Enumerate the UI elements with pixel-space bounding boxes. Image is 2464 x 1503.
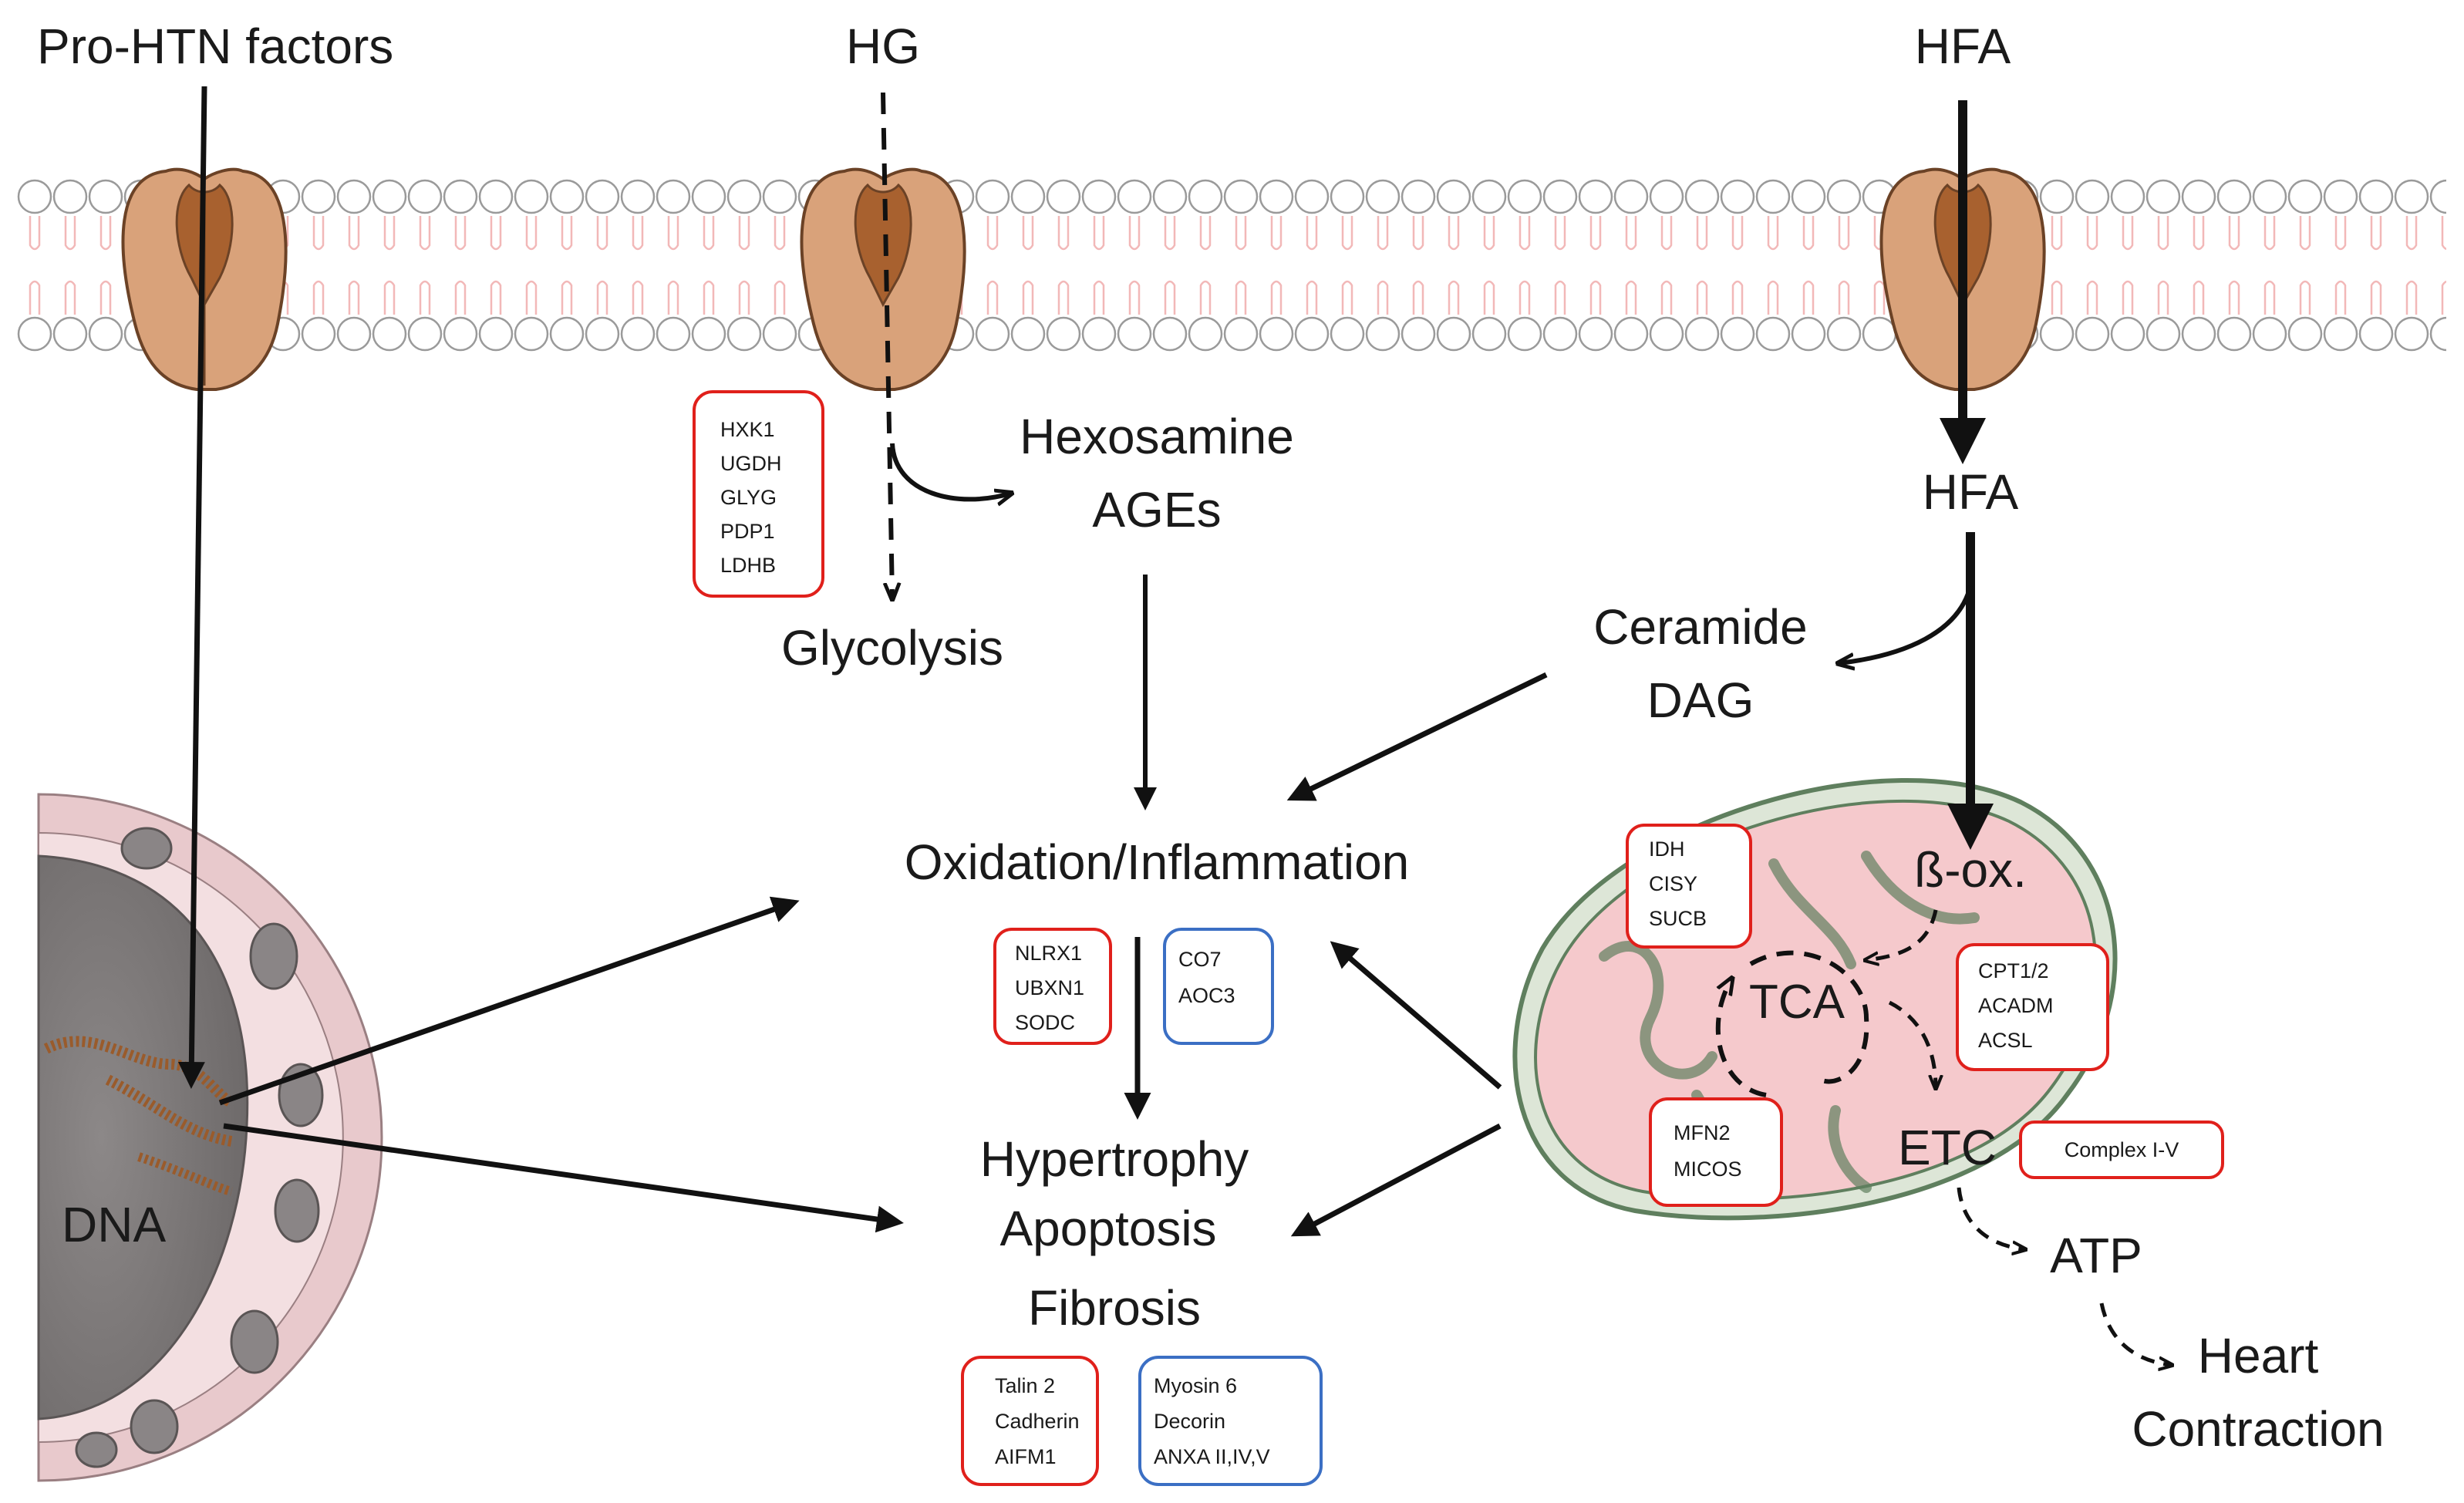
arrow-mito-to-hypertrophy [1290, 1123, 1502, 1237]
label-fibrosis: Fibrosis [1028, 1280, 1201, 1336]
arrows [177, 86, 2171, 1365]
box-item: Talin 2 [995, 1374, 1055, 1397]
arrow-etc-to-atp [1957, 1187, 2024, 1249]
box-item: MFN2 [1674, 1121, 1731, 1144]
box-mito-proteins: MFN2 MICOS [1649, 1097, 1783, 1207]
arrow-prohtn-to-dna [177, 86, 207, 1089]
box-item: UGDH [720, 452, 782, 475]
box-oxidation-down: CO7 AOC3 [1163, 928, 1274, 1045]
arrow-atp-to-heart [2099, 1302, 2171, 1365]
arrow-ceramide-to-oxidation [1286, 672, 1548, 801]
arrow-dna-to-hypertrophy [223, 1123, 904, 1233]
label-oxidation-inflammation: Oxidation/Inflammation [905, 834, 1410, 890]
arrow-hfa-to-ceramide [1839, 585, 1973, 663]
box-item: CISY [1649, 872, 1697, 895]
label-dna: DNA [62, 1197, 166, 1252]
channel-protein-middle-icon [800, 167, 966, 391]
box-item: AOC3 [1178, 984, 1235, 1007]
arrow-hg-to-glycolysis [881, 92, 892, 598]
arrow-dna-to-oxidation [218, 896, 800, 1106]
labels: Pro-HTN factors HG HFA HFA Hexosamine AG… [37, 19, 2385, 1457]
box-item: Decorin [1154, 1410, 1225, 1433]
arrow-tca-to-etc [1888, 1000, 1936, 1087]
label-dag: DAG [1647, 672, 1754, 728]
box-item: SODC [1015, 1011, 1075, 1034]
label-ceramide: Ceramide [1593, 599, 1807, 655]
box-item: UBXN1 [1015, 976, 1084, 999]
label-hfa-inner: HFA [1923, 464, 2019, 520]
box-fibrosis-up: Talin 2 Cadherin AIFM1 [961, 1356, 1099, 1486]
label-pro-htn: Pro-HTN factors [37, 19, 393, 74]
label-hfa-top: HFA [1915, 19, 2011, 74]
box-item: LDHB [720, 554, 776, 577]
box-fibrosis-down: Myosin 6 Decorin ANXA II,IV,V [1138, 1356, 1323, 1486]
label-glycolysis: Glycolysis [781, 620, 1003, 676]
box-item: GLYG [720, 486, 777, 509]
box-tca-proteins: IDH CISY SUCB [1626, 824, 1752, 949]
label-tca: TCA [1749, 976, 1845, 1029]
box-betaox-proteins: CPT1/2 ACADM ACSL [1956, 943, 2109, 1071]
box-etc-proteins: Complex I-V [2019, 1121, 2224, 1179]
label-atp: ATP [2050, 1228, 2142, 1283]
box-item: ACADM [1978, 994, 2054, 1017]
box-oxidation-up: NLRX1 UBXN1 SODC [993, 928, 1112, 1045]
nucleus-icon [37, 793, 383, 1482]
box-item: Cadherin [995, 1410, 1080, 1433]
box-glycolysis-proteins: HXK1 UGDH GLYG PDP1 LDHB [693, 390, 824, 598]
box-item: ANXA II,IV,V [1154, 1445, 1270, 1468]
label-apoptosis: Apoptosis [999, 1201, 1216, 1256]
label-beta-ox: ß-ox. [1914, 842, 2027, 898]
arrow-mito-to-oxidation [1330, 941, 1502, 1090]
arrow-tca-cycle [1718, 950, 1869, 1097]
label-ages: AGEs [1092, 482, 1221, 538]
box-item: ACSL [1978, 1029, 2033, 1052]
cell-membrane [17, 179, 2446, 352]
arrow-hg-to-hexosamine [890, 443, 1010, 499]
box-item: AIFM1 [995, 1445, 1057, 1468]
box-item: MICOS [1674, 1158, 1742, 1181]
box-item: CO7 [1178, 948, 1222, 971]
box-item: Complex I-V [2065, 1138, 2179, 1161]
label-hypertrophy: Hypertrophy [980, 1131, 1249, 1187]
box-item: PDP1 [720, 520, 775, 543]
label-contraction: Contraction [2132, 1401, 2384, 1457]
label-etc: ETC [1898, 1120, 1997, 1175]
box-item: NLRX1 [1015, 942, 1082, 965]
label-hg: HG [846, 19, 920, 74]
label-heart: Heart [2198, 1328, 2319, 1383]
box-item: HXK1 [720, 418, 775, 441]
box-item: Myosin 6 [1154, 1374, 1237, 1397]
box-item: CPT1/2 [1978, 959, 2049, 982]
arrow-betaox-to-tca [1866, 909, 1938, 960]
box-item: SUCB [1649, 907, 1707, 930]
label-hexosamine: Hexosamine [1020, 409, 1294, 464]
box-item: IDH [1649, 837, 1685, 861]
